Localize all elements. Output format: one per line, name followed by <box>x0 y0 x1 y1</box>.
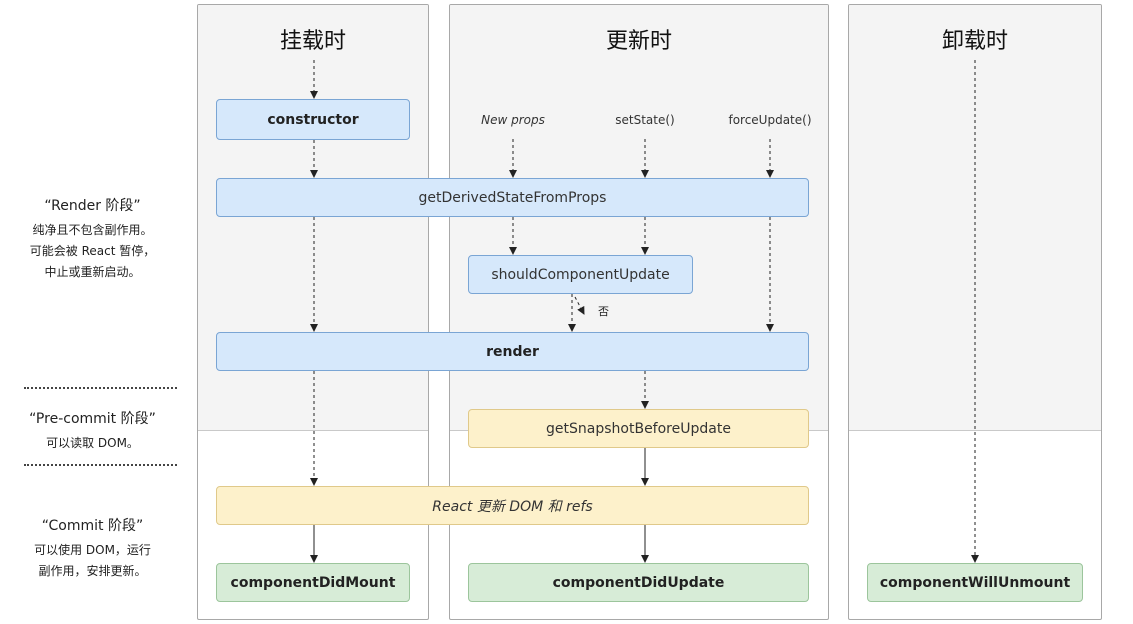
new-props-label: New props <box>481 113 545 127</box>
phase-separator <box>24 387 177 389</box>
render-phase-line: 纯净且不包含副作用。 <box>32 223 153 237</box>
force-update-label: forceUpdate() <box>728 113 812 127</box>
updating-title: 更新时 <box>605 29 672 54</box>
commit-phase-description: 可以使用 DOM，运行 副作用，安排更新。 <box>10 540 175 582</box>
constructor-node: constructor <box>216 99 410 140</box>
false-branch-label: 否 <box>598 305 609 318</box>
arrow-should-false-branch <box>574 296 585 315</box>
component-did-update-node: componentDidUpdate <box>468 563 809 602</box>
render-phase-label: “Render 阶段” 纯净且不包含副作用。 可能会被 React 暂停， 中止… <box>10 195 175 283</box>
render-node: render <box>216 332 809 371</box>
component-did-mount-node: componentDidMount <box>216 563 410 602</box>
should-component-update-node: shouldComponentUpdate <box>468 255 693 294</box>
unmounting-title: 卸载时 <box>941 29 1008 54</box>
commit-phase-title: “Commit 阶段” <box>41 518 144 534</box>
render-phase-title: “Render 阶段” <box>44 198 141 214</box>
mounting-title: 挂载时 <box>279 29 346 54</box>
commit-phase-line: 可以使用 DOM，运行 <box>34 543 151 557</box>
get-derived-state-node: getDerivedStateFromProps <box>216 178 809 217</box>
set-state-label: setState() <box>615 113 675 127</box>
react-updates-dom-node: React 更新 DOM 和 refs <box>216 486 809 525</box>
phase-separator <box>24 464 177 466</box>
get-snapshot-node: getSnapshotBeforeUpdate <box>468 409 809 448</box>
precommit-phase-description: 可以读取 DOM。 <box>10 433 175 454</box>
precommit-phase-title: “Pre-commit 阶段” <box>29 411 156 427</box>
precommit-phase-label: “Pre-commit 阶段” 可以读取 DOM。 <box>10 408 175 454</box>
commit-phase-label: “Commit 阶段” 可以使用 DOM，运行 副作用，安排更新。 <box>10 515 175 582</box>
precommit-phase-line: 可以读取 DOM。 <box>46 436 139 450</box>
commit-phase-line: 副作用，安排更新。 <box>38 564 147 578</box>
component-will-unmount-node: componentWillUnmount <box>867 563 1083 602</box>
render-phase-line: 中止或重新启动。 <box>44 265 141 279</box>
render-phase-description: 纯净且不包含副作用。 可能会被 React 暂停， 中止或重新启动。 <box>10 220 175 283</box>
render-phase-line: 可能会被 React 暂停， <box>29 244 156 258</box>
